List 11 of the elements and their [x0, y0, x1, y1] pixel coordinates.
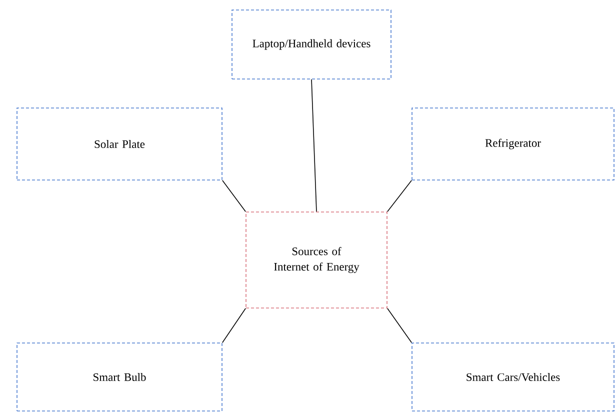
device-box: Refrigerator	[412, 108, 614, 180]
device-box: Solar Plate	[16, 108, 222, 180]
connector-line	[387, 180, 412, 212]
connector-line	[387, 308, 412, 343]
connector-line	[311, 79, 317, 212]
device-box: Smart Cars/Vehicles	[412, 342, 614, 412]
connector-line	[222, 308, 246, 343]
center-box: Sources of Internet of Energy	[246, 212, 388, 308]
device-box: Smart Bulb	[16, 342, 222, 412]
connector-line	[222, 180, 246, 212]
device-box: Laptop/Handheld devices	[232, 10, 392, 80]
